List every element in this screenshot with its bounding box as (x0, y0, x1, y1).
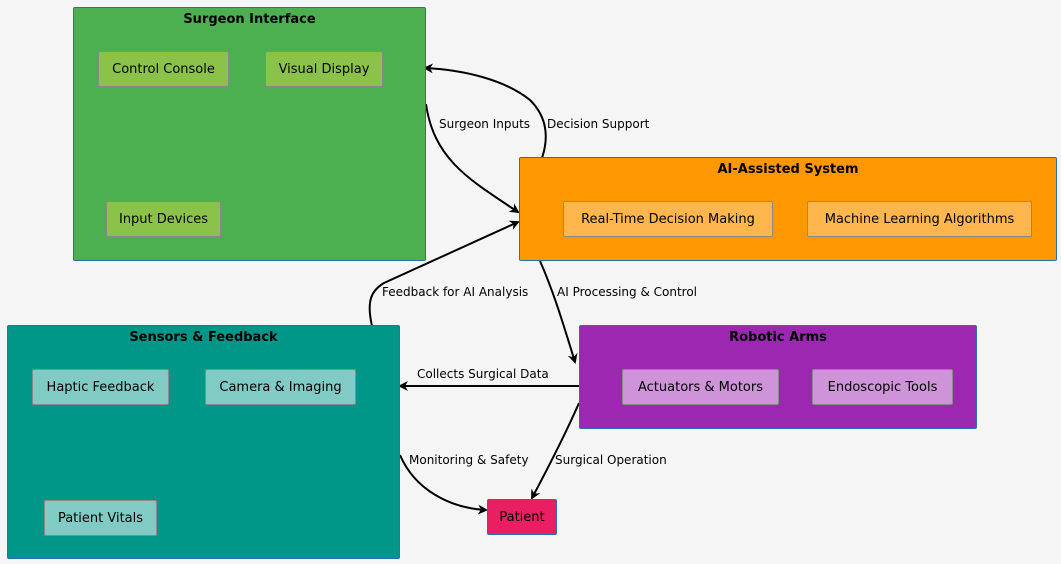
robotic-arms-group: Robotic Arms Actuators & Motors Endoscop… (579, 325, 977, 429)
patient-vitals-node[interactable]: Patient Vitals (44, 500, 157, 536)
input-devices-node[interactable]: Input Devices (106, 201, 221, 237)
robotic-arms-title: Robotic Arms (729, 330, 827, 345)
edge-surgeon-inputs (425, 103, 520, 214)
monitoring-safety-label: Monitoring & Safety (409, 453, 529, 467)
ai-assisted-system-title: AI-Assisted System (717, 162, 859, 177)
edge-monitoring (399, 454, 488, 515)
real-time-decision-making-node[interactable]: Real-Time Decision Making (563, 201, 773, 237)
patient-node[interactable]: Patient (487, 499, 557, 535)
feedback-ai-label: Feedback for AI Analysis (382, 285, 529, 299)
edge-decision-support (423, 63, 547, 159)
edge-ai-processing (539, 260, 578, 364)
machine-learning-algorithms-node[interactable]: Machine Learning Algorithms (807, 201, 1032, 237)
collects-data-label: Collects Surgical Data (417, 367, 549, 381)
ai-assisted-system-group: AI-Assisted System Real-Time Decision Ma… (519, 157, 1057, 261)
endoscopic-tools-node[interactable]: Endoscopic Tools (812, 369, 953, 405)
control-console-node[interactable]: Control Console (98, 51, 229, 87)
visual-display-node[interactable]: Visual Display (265, 51, 383, 87)
actuators-motors-node[interactable]: Actuators & Motors (622, 369, 779, 405)
decision-support-label: Decision Support (547, 117, 650, 131)
surgeon-interface-group: Surgeon Interface Control Console Visual… (73, 7, 426, 261)
surgical-operation-label: Surgical Operation (555, 453, 667, 467)
edge-surgical-operation (531, 402, 580, 500)
ai-processing-label: AI Processing & Control (557, 285, 698, 299)
sensors-feedback-title: Sensors & Feedback (129, 330, 278, 345)
surgeon-interface-title: Surgeon Interface (183, 12, 316, 27)
camera-imaging-node[interactable]: Camera & Imaging (205, 369, 356, 405)
sensors-feedback-group: Sensors & Feedback Haptic Feedback Camer… (7, 325, 400, 559)
haptic-feedback-node[interactable]: Haptic Feedback (32, 369, 169, 405)
edge-feedback-ai (368, 220, 520, 327)
surgeon-inputs-label: Surgeon Inputs (439, 117, 531, 131)
